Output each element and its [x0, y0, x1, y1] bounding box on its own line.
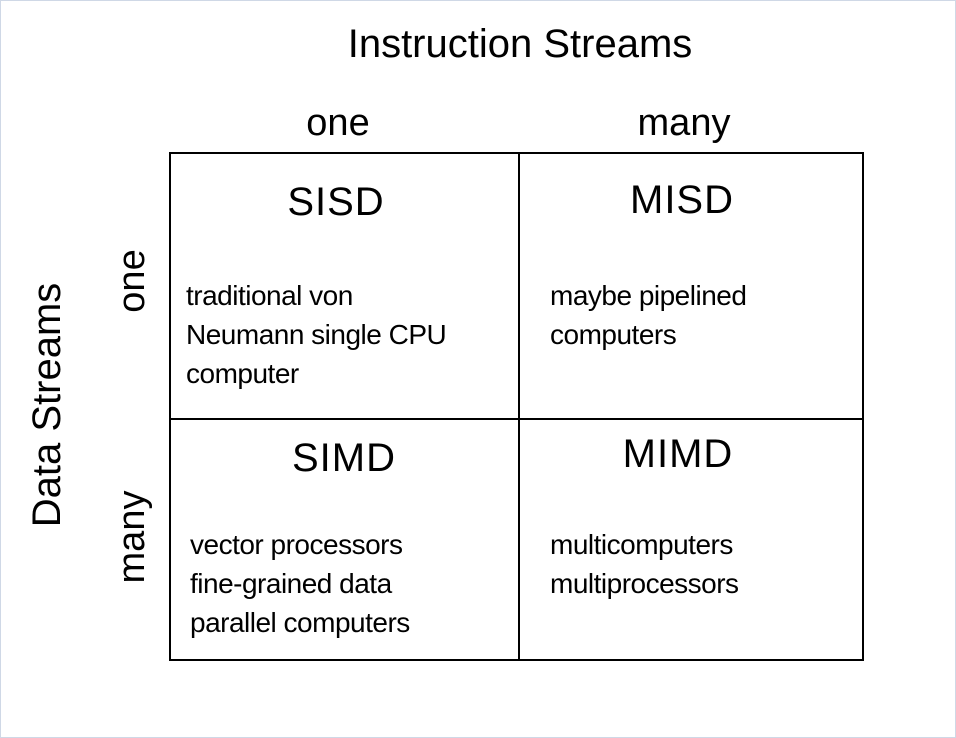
instruction-one-label: one: [306, 102, 370, 144]
misd-description: maybe pipelined computers: [550, 276, 747, 354]
simd-title: SIMD: [292, 436, 396, 480]
sisd-title: SISD: [287, 180, 385, 224]
misd-desc-line: computers: [550, 319, 677, 350]
simd-description: vector processors fine-grained data para…: [190, 525, 410, 642]
grid-vertical-divider: [518, 152, 520, 661]
sisd-desc-line: Neumann single CPU: [186, 319, 447, 350]
taxonomy-grid: [169, 152, 864, 661]
sisd-description: traditional von Neumann single CPU compu…: [186, 276, 447, 393]
data-one-label: one: [111, 249, 153, 313]
mimd-desc-line: multicomputers: [550, 529, 733, 560]
sisd-desc-line: computer: [186, 358, 299, 389]
simd-desc-line: vector processors: [190, 529, 403, 560]
instruction-streams-title: Instruction Streams: [347, 22, 693, 66]
misd-desc-line: maybe pipelined: [550, 280, 747, 311]
simd-desc-line: parallel computers: [190, 607, 410, 638]
mimd-description: multicomputers multiprocessors: [550, 525, 739, 603]
instruction-many-label: many: [637, 102, 731, 144]
misd-title: MISD: [630, 178, 734, 222]
data-streams-title: Data Streams: [25, 282, 69, 528]
sisd-desc-line: traditional von: [186, 280, 353, 311]
data-many-label: many: [111, 490, 153, 584]
mimd-desc-line: multiprocessors: [550, 568, 739, 599]
simd-desc-line: fine-grained data: [190, 568, 392, 599]
grid-horizontal-divider: [169, 418, 864, 420]
mimd-title: MIMD: [622, 432, 734, 476]
